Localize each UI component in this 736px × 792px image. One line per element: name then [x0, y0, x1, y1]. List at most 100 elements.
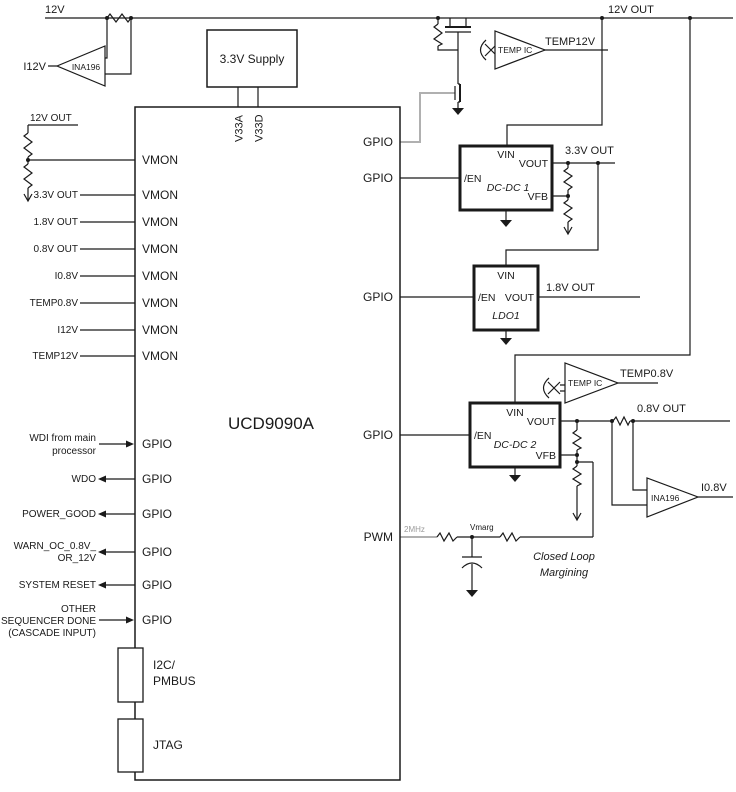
wires-black: [27, 17, 733, 621]
vmarg-r2: [499, 531, 521, 543]
resistors: [23, 13, 631, 543]
pin-vmon-7: VMON: [142, 323, 178, 337]
pin-gpio-ldo1: GPIO: [363, 290, 393, 304]
grounds: [23, 108, 582, 597]
label-seq-line3: (CASCADE INPUT): [8, 628, 96, 639]
pin-gpio-sequencer: GPIO: [142, 613, 172, 627]
junction-dot: [575, 460, 579, 464]
arrow-out-power-good: [98, 510, 106, 518]
pin-v33d: V33D: [254, 114, 266, 142]
pin-gpio-dcdc1: GPIO: [363, 171, 393, 185]
dcdc2-pin-en: /EN: [474, 430, 492, 442]
label-3v3-out-left: 3.3V OUT: [34, 190, 78, 201]
ldo1-pin-en: /EN: [478, 292, 496, 304]
pin-vmon-4: VMON: [142, 242, 178, 256]
pin-gpio-wdo: GPIO: [142, 472, 172, 486]
junction-dot: [596, 161, 600, 165]
ldo1-feed-wire: [505, 163, 599, 266]
gnd-nmos: [452, 108, 464, 115]
label-0v8-out-net: 0.8V OUT: [637, 403, 686, 415]
gnd-arrow-fb1: [563, 226, 573, 236]
junction-dot: [26, 158, 30, 162]
dcdc2-pin-vin: VIN: [506, 407, 524, 419]
label-wdi-line1: WDI from main: [29, 433, 96, 444]
ina196-12v-amp: [55, 45, 106, 87]
junction-dot: [575, 453, 579, 457]
label-temp12v-left: TEMP12V: [32, 351, 78, 362]
label-closed-loop: Closed Loop: [533, 551, 595, 563]
temp-ic-0v8-amp: [564, 362, 620, 404]
junction-dots: [26, 16, 692, 539]
gnd-arrow-divider: [23, 193, 33, 203]
pin-gpio-system-reset: GPIO: [142, 578, 172, 592]
arrow-in-sequencer-done: [126, 616, 134, 624]
pin-i2c: I2C/: [153, 658, 176, 672]
dcdc1-vin-feed: [506, 18, 603, 146]
junction-dot: [129, 16, 133, 20]
dcdc1-pin-en: /EN: [464, 173, 482, 185]
arrow-in-wdi: [126, 440, 134, 448]
label-0v8-out-left: 0.8V OUT: [34, 244, 78, 255]
pin-vmon-3: VMON: [142, 215, 178, 229]
gnd-arrow-fb2: [572, 512, 582, 522]
temp-probe-2: [542, 377, 565, 399]
transistors: [445, 18, 565, 399]
label-3v3-out-net: 3.3V OUT: [565, 145, 614, 157]
pin-vmon-8: VMON: [142, 349, 178, 363]
dcdc2-fb-r1: [571, 429, 583, 451]
pin-v33a: V33A: [234, 114, 246, 142]
labels: 12V 12V OUT I12V INA196 TEMP IC TEMP12V …: [1, 4, 727, 752]
vmon-wires-left: [80, 194, 135, 357]
gpio-arrowheads: [98, 440, 134, 624]
pullup-and-gate-node: [437, 18, 459, 84]
label-i12v-net: I12V: [23, 61, 46, 73]
pin-jtag: JTAG: [153, 738, 183, 752]
arrow-out-wdo: [98, 475, 106, 483]
dcdc1-pin-vout: VOUT: [519, 158, 549, 170]
pmos-pass-fet: [449, 18, 467, 27]
dcdc1-name: DC-DC 1: [487, 182, 530, 194]
label-12v-out-top: 12V OUT: [608, 4, 654, 16]
dcdc1-pin-vin: VIN: [497, 149, 515, 161]
junction-dot: [436, 16, 440, 20]
shunt-resistor-0v8: [612, 415, 631, 427]
junction-dot: [631, 419, 635, 423]
pin-gpio-dcdc2: GPIO: [363, 428, 393, 442]
label-temp-ic-1: TEMP IC: [498, 45, 532, 55]
dcdc2-pin-vfb: VFB: [536, 450, 556, 462]
pin-gpio-fet: GPIO: [363, 135, 393, 149]
gpio-fet-gate-wire: [400, 92, 455, 143]
label-2mhz: 2MHz: [404, 525, 425, 534]
ldo1-box: [472, 264, 540, 332]
label-temp0v8-left: TEMP0.8V: [30, 298, 79, 309]
label-seq-line1: OTHER: [61, 604, 96, 615]
temp-ic-12v-amp: [494, 30, 547, 70]
dcdc2-box: [468, 401, 562, 469]
pin-vmon-2: VMON: [142, 188, 178, 202]
label-margining: Margining: [540, 567, 589, 579]
label-system-reset: SYSTEM RESET: [19, 580, 96, 591]
ina2-input-wires: [611, 421, 647, 506]
pin-vmon-6: VMON: [142, 296, 178, 310]
gate-pullup-resistor: [432, 23, 444, 47]
junction-dot: [688, 16, 692, 20]
gnd-dcdc2: [509, 475, 521, 482]
dcdc2-name: DC-DC 2: [494, 439, 537, 451]
pin-vmon-5: VMON: [142, 269, 178, 283]
gnd-dcdc1: [500, 220, 512, 227]
ground-stems: [457, 102, 516, 475]
pwm-filter-r1: [436, 531, 458, 543]
label-wdo: WDO: [72, 474, 97, 485]
dcdc2-pin-vout: VOUT: [527, 416, 557, 428]
junction-dot: [566, 194, 570, 198]
label-3v3-supply: 3.3V Supply: [220, 52, 285, 66]
nmos-body: [454, 83, 460, 103]
capacitor-plate-bottom: [461, 562, 483, 569]
label-1v8-out-net: 1.8V OUT: [546, 282, 595, 294]
label-wdi-line2: processor: [52, 446, 97, 457]
label-1v8-out-left: 1.8V OUT: [34, 217, 78, 228]
label-temp0v8-net: TEMP0.8V: [620, 368, 674, 380]
i2c-pmbus-connector-box: [117, 647, 144, 703]
